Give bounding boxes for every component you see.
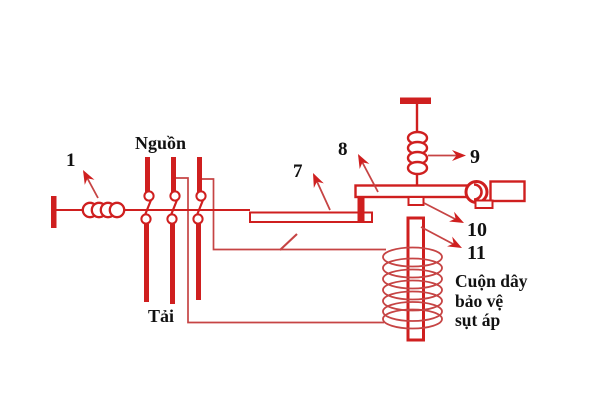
label-11: 11 bbox=[467, 242, 486, 264]
coil-bottom-wire bbox=[176, 177, 384, 324]
aux-switch-blade bbox=[279, 233, 298, 251]
source-label: Nguồn bbox=[135, 133, 186, 153]
label-7: 7 bbox=[293, 161, 303, 182]
phase2-lower-hook bbox=[166, 213, 178, 225]
phase-contact-3 bbox=[192, 157, 207, 300]
phase-contact-2 bbox=[166, 157, 181, 304]
phase-contact-1 bbox=[140, 157, 155, 302]
label-8: 8 bbox=[338, 139, 348, 160]
damper-roller-arc bbox=[473, 183, 483, 201]
adjust-screw-handle bbox=[400, 97, 431, 104]
arrowhead-9 bbox=[452, 150, 466, 161]
damper-body bbox=[489, 180, 526, 203]
arrowhead-11 bbox=[447, 236, 462, 248]
arrowhead-8 bbox=[358, 154, 370, 169]
load-label: Tải bbox=[148, 306, 174, 326]
arrowhead-7 bbox=[313, 173, 324, 189]
coil-caption-line2: bảo vệ bbox=[455, 291, 503, 311]
phase2-bottom-line bbox=[170, 224, 175, 304]
phase3-lower-hook bbox=[192, 213, 204, 225]
coil-caption: Cuộn dây bảo vệ sụt áp bbox=[455, 271, 528, 330]
phase1-blade bbox=[143, 199, 153, 216]
lever-bar-7 bbox=[249, 211, 373, 223]
input-fuse-coil bbox=[51, 196, 126, 228]
coil-top-wire bbox=[202, 178, 386, 251]
contact-block-10 bbox=[407, 196, 425, 206]
coil-caption-line1: Cuộn dây bbox=[455, 271, 528, 291]
phase3-upper-hook bbox=[195, 190, 207, 202]
callout-line-10 bbox=[423, 202, 458, 221]
phase2-blade bbox=[169, 199, 179, 216]
phase2-upper-hook bbox=[169, 190, 181, 202]
label-1: 1 bbox=[66, 150, 76, 171]
callouts bbox=[83, 154, 458, 246]
pivot-link bbox=[357, 196, 365, 221]
callout-arrowheads bbox=[83, 150, 466, 248]
phase3-top-line bbox=[197, 157, 202, 192]
phase1-top-line bbox=[145, 157, 150, 192]
armature-bar-8 bbox=[354, 184, 471, 199]
damper-foot bbox=[474, 199, 494, 209]
callout-line-11 bbox=[420, 226, 456, 246]
label-10: 10 bbox=[467, 219, 487, 241]
protection-coil bbox=[382, 246, 443, 330]
phase3-blade bbox=[195, 199, 205, 216]
phase1-upper-hook bbox=[143, 190, 155, 202]
coil-caption-line3: sụt áp bbox=[455, 310, 500, 330]
spring-assembly bbox=[400, 97, 431, 186]
return-spring-9 bbox=[406, 130, 429, 176]
phase1-bottom-line bbox=[144, 224, 149, 302]
arrowhead-1 bbox=[83, 170, 95, 185]
phase-contacts bbox=[140, 157, 207, 304]
label-9: 9 bbox=[470, 146, 480, 168]
phase2-top-line bbox=[171, 157, 176, 192]
coil-circuit-wires bbox=[176, 177, 386, 324]
fuse-coil-loops bbox=[81, 201, 126, 219]
damper-assembly bbox=[464, 180, 526, 209]
arrowhead-10 bbox=[449, 211, 464, 223]
phase1-lower-hook bbox=[140, 213, 152, 225]
phase3-bottom-line bbox=[196, 224, 201, 300]
left-terminal-bar bbox=[51, 196, 57, 228]
